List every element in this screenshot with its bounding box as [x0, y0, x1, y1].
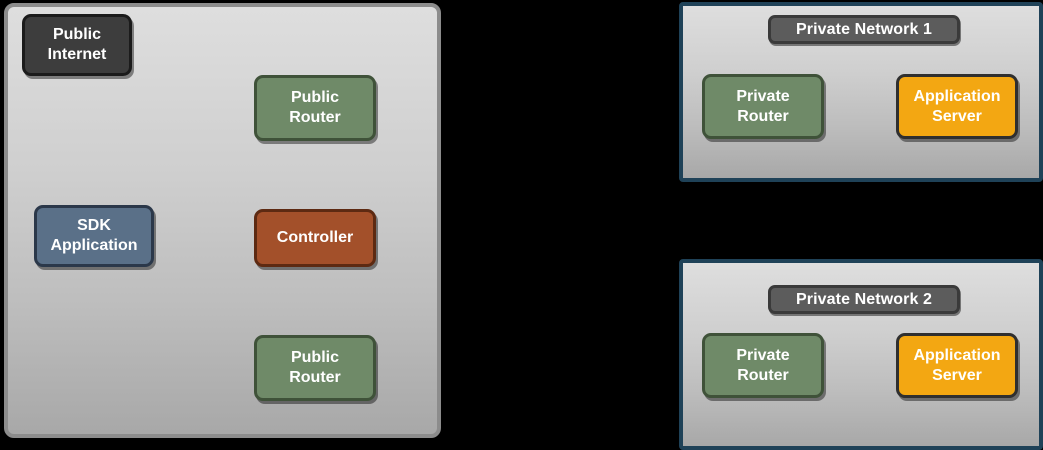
private-network-2-title-badge: Private Network 2 [768, 285, 960, 314]
node-private-router-2[interactable]: Private Router [702, 333, 824, 398]
node-label-line1: Public [52, 26, 101, 44]
node-label-line2: Server [932, 366, 982, 384]
node-controller[interactable]: Controller [254, 209, 376, 267]
node-label-line2: Application [50, 237, 138, 254]
node-label-line2: Router [289, 109, 341, 126]
node-label: Private Router [736, 87, 789, 126]
node-application-server-1[interactable]: Application Server [896, 74, 1018, 139]
node-label: Public Router [289, 88, 341, 127]
node-label: Public Internet [48, 25, 107, 64]
private-network-1-title-badge: Private Network 1 [768, 15, 960, 44]
node-label-line1: Public [290, 89, 339, 107]
node-label-line2: Router [289, 369, 341, 386]
node-application-server-2[interactable]: Application Server [896, 333, 1018, 398]
node-label-line1: Application [913, 87, 1001, 105]
node-label: SDK Application [50, 216, 137, 255]
node-label-line1: Controller [276, 229, 354, 247]
public-zone-panel: Public Internet Public Router SDK Applic… [4, 3, 441, 438]
node-public-internet[interactable]: Public Internet [22, 14, 132, 76]
node-label-line1: Application [913, 346, 1001, 364]
private-network-2-panel: Private Network 2 Private Router Applica… [679, 259, 1043, 450]
node-label-line1: Private [736, 346, 790, 364]
node-label: Application Server [913, 87, 1000, 126]
node-label: Controller [277, 228, 353, 248]
node-label-line2: Server [932, 107, 982, 125]
node-label-line1: SDK [77, 217, 111, 235]
node-label: Private Router [736, 346, 789, 385]
node-label: Application Server [913, 346, 1000, 385]
private-network-1-panel: Private Network 1 Private Router Applica… [679, 2, 1043, 182]
node-sdk-application[interactable]: SDK Application [34, 205, 154, 267]
node-label-line2: Router [737, 107, 789, 125]
node-public-router-top[interactable]: Public Router [254, 75, 376, 141]
node-public-router-bottom[interactable]: Public Router [254, 335, 376, 401]
node-label: Public Router [289, 348, 341, 387]
node-private-router-1[interactable]: Private Router [702, 74, 824, 139]
node-label-line1: Private [736, 87, 790, 105]
node-label-line2: Router [737, 366, 789, 384]
node-label-line2: Internet [47, 46, 107, 63]
node-label-line1: Public [290, 349, 339, 367]
